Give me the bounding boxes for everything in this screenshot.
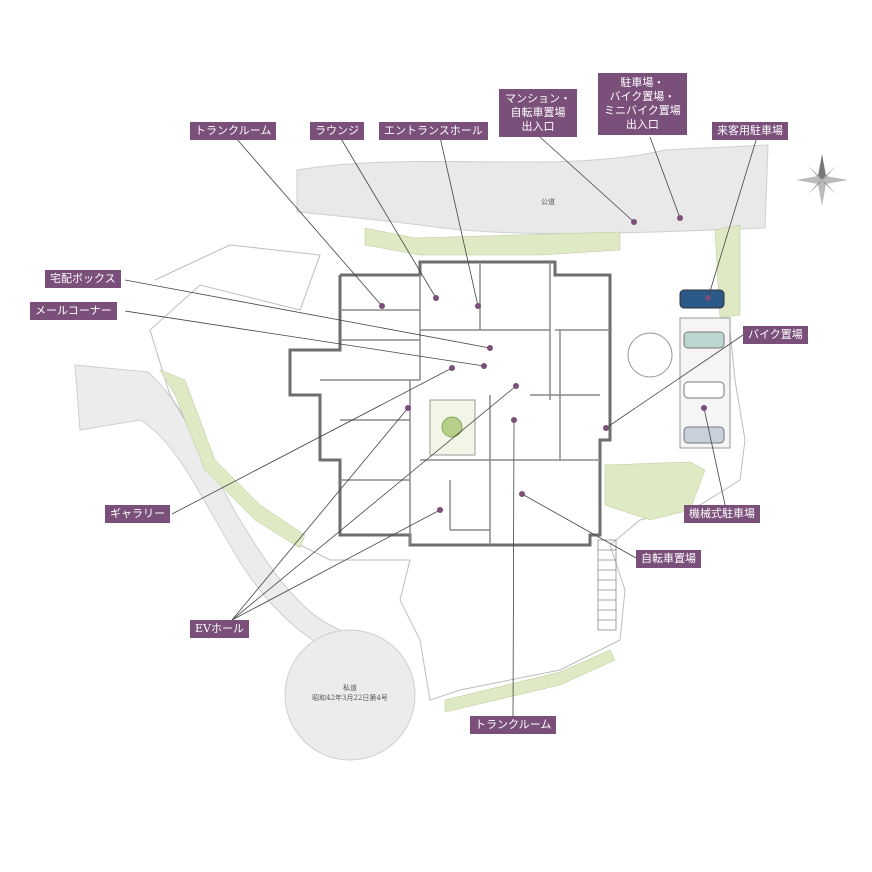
visitor-car (679, 289, 725, 309)
building (288, 260, 612, 547)
label-parking-entrance: 駐車場・ バイク置場・ ミニバイク置場 出入口 (598, 73, 687, 135)
car-2 (683, 381, 725, 399)
label-visitor-parking: 来客用駐車場 (712, 122, 788, 140)
leader-lines (124, 136, 758, 719)
private-road-title: 私道 (343, 683, 357, 692)
compass-icon (796, 154, 848, 206)
greenery-west (159, 369, 306, 549)
label-bicycle-parking: 自転車置場 (636, 550, 701, 568)
label-delivery-box: 宅配ボックス (45, 270, 121, 288)
greenery-south (444, 649, 616, 713)
car-3 (683, 426, 725, 444)
label-trunk-room-bottom: トランクルーム (470, 716, 557, 734)
greenery-north (364, 227, 621, 256)
label-gallery: ギャラリー (105, 505, 170, 523)
label-ev-hall: EVホール (190, 620, 249, 638)
public-road-label: 公道 (541, 197, 555, 206)
public-road (296, 144, 769, 235)
private-road-number: 昭和42年3月22日第4号 (312, 693, 388, 702)
label-mansion-entrance: マンション・ 自転車置場 出入口 (499, 89, 577, 137)
label-bike-parking: バイク置場 (743, 326, 808, 344)
cul-de-sac (284, 629, 416, 761)
courtyard-tree (441, 416, 463, 438)
car-1 (683, 331, 725, 349)
marker-dots (379, 215, 711, 513)
label-entrance-hall: エントランスホール (379, 122, 488, 140)
turntable (627, 332, 673, 378)
label-trunk-room-top: トランクルーム (190, 122, 277, 140)
east-stairs (597, 539, 617, 631)
label-mail-corner: メールコーナー (30, 302, 117, 320)
label-lounge: ラウンジ (310, 122, 364, 140)
label-mechanical-parking: 機械式駐車場 (684, 505, 760, 523)
